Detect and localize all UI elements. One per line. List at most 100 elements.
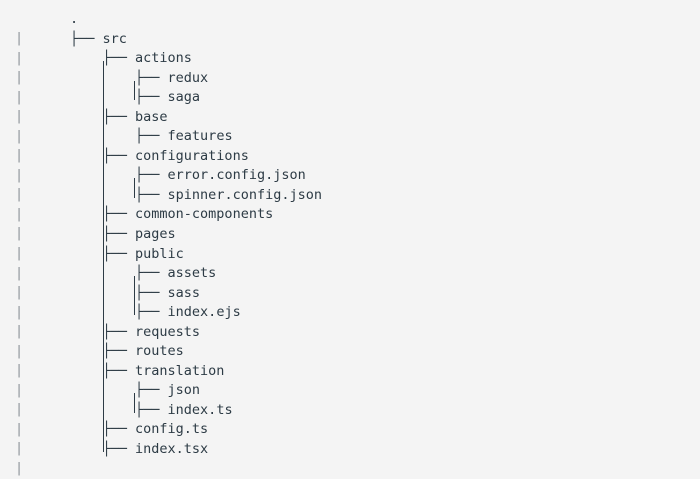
- gutter-pipe: |: [15, 108, 24, 125]
- tree-vertical-guide: [102, 432, 104, 453]
- gutter-pipe: |: [15, 460, 24, 477]
- tree-branch-connector: ├──: [102, 206, 127, 223]
- tree-entry-label: spinner.config.json: [167, 186, 322, 203]
- tree-entry-label: assets: [167, 265, 217, 282]
- tree-entry-label: error.config.json: [167, 167, 306, 184]
- gutter-pipe: |: [15, 420, 24, 437]
- tree-entry-label: features: [167, 128, 233, 145]
- gutter-pipe: |: [15, 186, 24, 203]
- tree-entry-label: base: [135, 108, 168, 125]
- gutter-pipe: |: [15, 147, 24, 164]
- tree-vertical-guide: [134, 295, 136, 316]
- tree-branch-connector: ├──: [70, 128, 168, 145]
- gutter-pipe: |: [15, 166, 24, 183]
- gutter-pipe: |: [15, 323, 24, 340]
- tree-entry-label: json: [167, 382, 201, 399]
- tree-row: ├── index.ts: [0, 401, 322, 421]
- tree-row: ├── base: [0, 108, 322, 128]
- tree-entry-label: index.ejs: [167, 304, 241, 321]
- gutter-pipe: |: [15, 69, 24, 86]
- tree-entry-label: index.ts: [167, 401, 233, 418]
- tree-branch-connector: ├──: [102, 343, 127, 360]
- tree-row: ├── features: [0, 127, 322, 147]
- tree-entry-label: saga: [167, 89, 201, 106]
- tree-branch-connector: ├──: [102, 323, 127, 340]
- tree-entry-label: public: [135, 245, 184, 262]
- gutter-pipe: |: [15, 205, 24, 222]
- tree-branch-connector: ├──: [70, 284, 168, 301]
- tree-branch-connector: ├──: [70, 304, 168, 321]
- tree-row: ├── configurations: [0, 147, 322, 167]
- tree-output-view: | | | | | | | | | | | | | | | | | | | | | | | . ├── src ├── act…: [0, 10, 322, 477]
- tree-entry-label: redux: [167, 69, 209, 86]
- tree-branch-connector: ├──: [70, 401, 168, 418]
- tree-row: ├── public: [0, 245, 322, 265]
- gutter-pipe: |: [15, 362, 24, 379]
- tree-branch-connector: ├──: [70, 69, 168, 86]
- tree-entry-label: .: [70, 11, 79, 27]
- tree-vertical-guide: [134, 178, 136, 198]
- gutter-pipe: |: [15, 440, 24, 457]
- tree-row: ├── actions: [0, 49, 322, 69]
- gutter-pipe: |: [15, 342, 24, 359]
- gutter-pipe: |: [15, 225, 24, 242]
- tree-row: ├── index.ejs: [0, 303, 322, 323]
- tree-row: ├── redux: [0, 69, 322, 89]
- tree-row: ├── pages: [0, 225, 322, 245]
- tree-vertical-guide: [102, 373, 104, 453]
- tree-row: ├── config.ts: [0, 420, 322, 440]
- tree-branch-connector: ├──: [102, 108, 127, 125]
- tree-row: ├── sass: [0, 284, 322, 304]
- tree-branch-connector: ├──: [102, 421, 127, 438]
- quote-gutter: | | | | | | | | | | | | | | | | | | | | | | |: [15, 29, 29, 479]
- gutter-pipe: |: [15, 245, 24, 262]
- tree-branch-connector: ├──: [102, 441, 127, 458]
- tree-entry-label: config.ts: [135, 421, 209, 438]
- tree-listing: .├── src ├── actions ├── redux ├── saga …: [0, 10, 322, 460]
- tree-row: ├── requests: [0, 323, 322, 343]
- tree-branch-connector: ├──: [70, 89, 168, 106]
- gutter-pipe: |: [15, 381, 24, 398]
- tree-branch-connector: ├──: [70, 167, 168, 184]
- gutter-pipe: |: [15, 264, 24, 281]
- gutter-pipe: |: [15, 284, 24, 301]
- tree-root-row: .: [0, 10, 322, 30]
- tree-branch-connector: ├──: [70, 30, 103, 47]
- tree-row: ├── common-components: [0, 205, 322, 225]
- tree-row: ├── routes: [0, 342, 322, 362]
- tree-vertical-guide: [134, 393, 136, 413]
- tree-row: ├── src: [0, 30, 322, 50]
- gutter-pipe: |: [15, 88, 24, 105]
- tree-branch-connector: ├──: [70, 382, 168, 399]
- tree-entry-label: requests: [135, 323, 201, 340]
- tree-row: ├── json: [0, 381, 322, 401]
- gutter-pipe: |: [15, 401, 24, 418]
- tree-branch-connector: ├──: [70, 50, 136, 67]
- tree-vertical-guide: [134, 80, 136, 101]
- tree-entry-label: routes: [135, 343, 184, 360]
- tree-row: ├── assets: [0, 264, 322, 284]
- tree-entry-label: index.tsx: [135, 441, 209, 458]
- tree-entry-label: sass: [167, 284, 201, 301]
- tree-entry-label: src: [102, 30, 127, 47]
- tree-branch-connector: ├──: [70, 186, 168, 203]
- tree-branch-connector: ├──: [70, 265, 168, 282]
- tree-branch-connector: ├──: [102, 245, 127, 262]
- tree-branch-connector: ├──: [102, 226, 127, 243]
- gutter-pipe: |: [15, 303, 24, 320]
- tree-row: ├── saga: [0, 88, 322, 108]
- tree-entry-label: pages: [135, 226, 176, 243]
- tree-row: ├── spinner.config.json: [0, 186, 322, 206]
- gutter-pipe: |: [15, 30, 24, 46]
- tree-branch-connector: ├──: [102, 362, 127, 379]
- tree-branch-connector: ├──: [102, 147, 127, 164]
- tree-row: ├── translation: [0, 362, 322, 382]
- tree-entry-label: actions: [135, 50, 192, 67]
- gutter-pipe: |: [15, 127, 24, 144]
- tree-entry-label: configurations: [135, 147, 249, 164]
- gutter-pipe: |: [15, 49, 24, 66]
- tree-row: ├── error.config.json: [0, 166, 322, 186]
- tree-entry-label: common-components: [135, 206, 274, 223]
- tree-entry-label: translation: [135, 362, 225, 379]
- tree-row: ├── index.tsx: [0, 440, 322, 460]
